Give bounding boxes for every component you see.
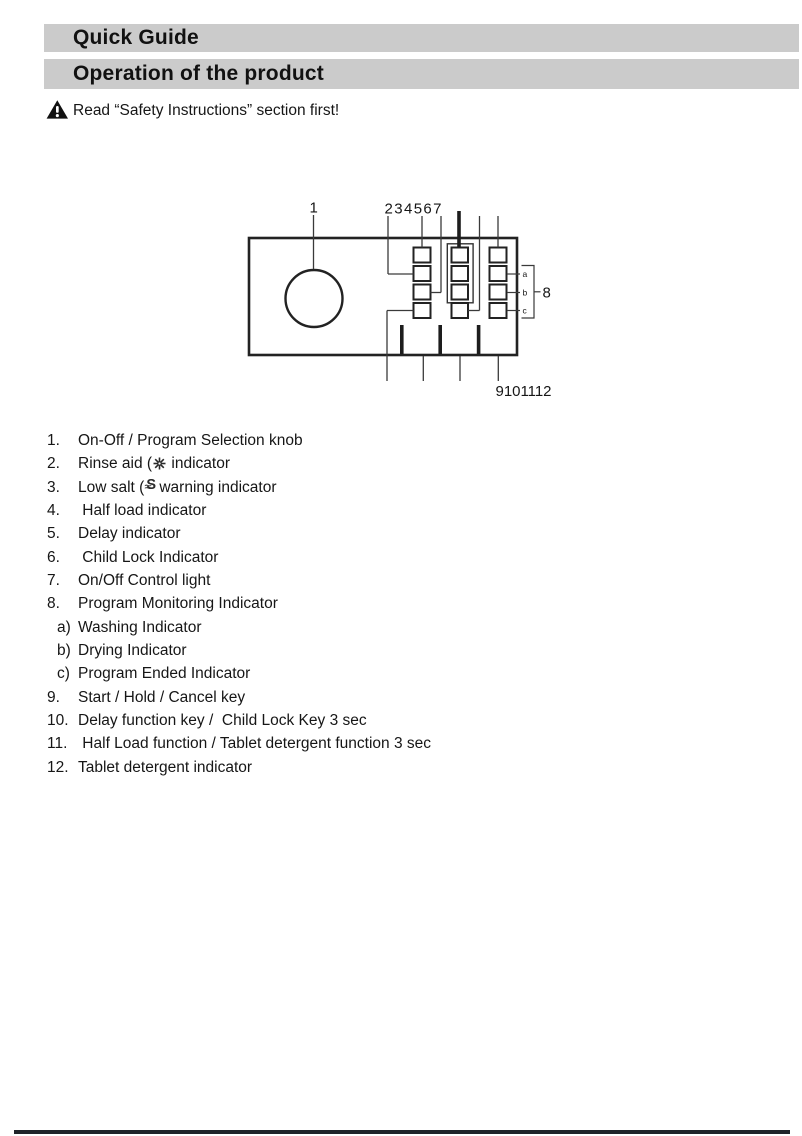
list-item-label-prefix: Rinse aid (	[78, 455, 153, 473]
list-item-label: On/Off Control light	[78, 572, 211, 590]
parts-list: 1. On-Off / Program Selection knob 2. Ri…	[44, 429, 764, 779]
list-item-number: 6.	[47, 548, 60, 566]
thick-marks	[399, 211, 481, 354]
list-item-number: c)	[57, 665, 70, 683]
list-item-number: 1.	[47, 432, 60, 449]
list-subitem-a: a) Washing Indicator	[44, 616, 764, 639]
list-item-number: 3.	[47, 478, 60, 496]
list-item-label: Tablet detergent indicator	[78, 758, 253, 776]
list-item-label: Washing Indicator	[78, 618, 202, 636]
list-item-number: 12.	[47, 758, 69, 776]
quick-guide-title: Quick Guide	[73, 26, 199, 49]
list-item-7: 7. On/Off Control light	[44, 569, 764, 592]
list-item-number: 4.	[47, 502, 60, 520]
list-item-4: 4. Half load indicator	[44, 499, 764, 522]
diagram-label-8: 8	[543, 285, 551, 302]
list-item-2: 2. Rinse aid ( indicator	[44, 452, 764, 475]
list-item-label-suffix: indicator	[167, 455, 230, 473]
list-item-label: Delay function key / Child Lock Key 3 se…	[78, 712, 367, 730]
control-panel-outline	[247, 236, 519, 357]
abc-bracket	[507, 264, 541, 319]
indicator-squares-right	[488, 246, 508, 319]
list-subitem-c: c) Program Ended Indicator	[44, 662, 764, 685]
program-selection-knob	[284, 268, 344, 329]
list-item-12: 12. Tablet detergent indicator	[44, 756, 764, 779]
warning-triangle-icon	[46, 100, 68, 119]
section-header-operation: Operation of the product	[44, 59, 799, 89]
rinse-aid-icon	[153, 457, 166, 470]
list-item-label: Program Ended Indicator	[78, 665, 251, 683]
list-item-label-suffix: warning indicator	[159, 478, 277, 496]
list-item-label: Program Monitoring Indicator	[78, 595, 278, 613]
indicator-squares-left	[412, 246, 432, 319]
list-item-label: Start / Hold / Cancel key	[78, 688, 246, 706]
diagram-label-c: c	[523, 306, 528, 316]
operation-title: Operation of the product	[73, 62, 324, 85]
list-item-5: 5. Delay indicator	[44, 522, 764, 545]
list-item-label: On-Off / Program Selection knob	[78, 432, 303, 449]
indicator-squares-middle	[450, 246, 469, 319]
list-item-number: b)	[57, 642, 71, 660]
list-item-number: 5.	[47, 525, 60, 543]
diagram-label-234567: 234567	[385, 201, 442, 218]
list-item-1: 1. On-Off / Program Selection knob	[44, 429, 764, 452]
safety-warning-row: Read “Safety Instructions” section first…	[46, 99, 339, 121]
list-item-label: Half Load function / Tablet detergent fu…	[78, 735, 432, 753]
list-item-10: 10. Delay function key / Child Lock Key …	[44, 709, 764, 732]
list-item-number: 9.	[47, 688, 60, 706]
list-item-label: Rinse aid ( indicator	[78, 452, 230, 475]
list-item-number: 11.	[47, 735, 68, 753]
list-item-11: 11. Half Load function / Tablet detergen…	[44, 732, 764, 755]
diagram-label-1: 1	[310, 200, 318, 217]
list-item-label: Delay indicator	[78, 525, 181, 543]
list-item-8: 8. Program Monitoring Indicator	[44, 592, 764, 615]
list-item-6: 6. Child Lock Indicator	[44, 546, 764, 569]
list-item-number: 7.	[47, 572, 60, 590]
leader-lines	[312, 215, 499, 381]
list-item-label: Child Lock Indicator	[78, 548, 219, 566]
list-item-label: Low salt (S≈warning indicator	[78, 476, 277, 499]
list-item-number: 2.	[47, 455, 60, 473]
list-item-label-prefix: Low salt (	[78, 478, 145, 496]
list-item-number: 10.	[47, 712, 69, 730]
safety-warning-text: Read “Safety Instructions” section first…	[73, 102, 340, 119]
list-item-9: 9. Start / Hold / Cancel key	[44, 686, 764, 709]
list-item-label: Drying Indicator	[78, 642, 187, 660]
list-item-label: Half load indicator	[78, 502, 207, 520]
list-item-3: 3. Low salt (S≈warning indicator	[44, 476, 764, 499]
list-subitem-b: b) Drying Indicator	[44, 639, 764, 662]
list-item-number: a)	[57, 618, 71, 636]
list-item-number: 8.	[47, 595, 60, 613]
low-salt-icon: S≈	[144, 476, 157, 494]
control-panel-diagram: 1 234567 a b c 8 9101112	[247, 200, 552, 400]
diagram-label-b: b	[523, 288, 528, 298]
diagram-label-a: a	[523, 269, 528, 279]
page-bottom-rule	[14, 1130, 790, 1134]
diagram-label-9101112: 9101112	[496, 383, 552, 400]
section-header-quick-guide: Quick Guide	[44, 24, 799, 52]
